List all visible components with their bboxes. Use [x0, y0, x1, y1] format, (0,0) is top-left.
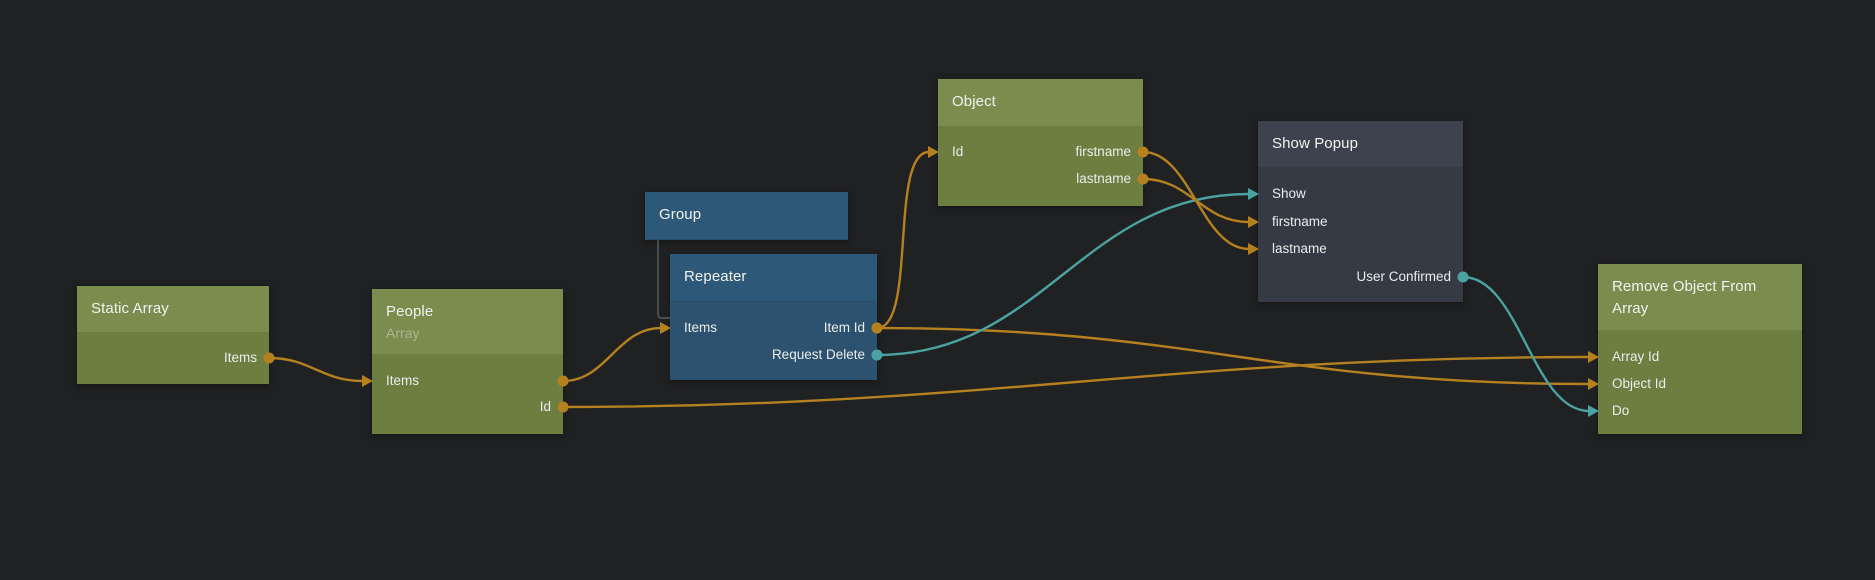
- node-group[interactable]: Group: [645, 192, 848, 240]
- wire-repeater.item-id-to-object.id[interactable]: [875, 150, 931, 330]
- node-header[interactable]: Group: [645, 192, 848, 240]
- port-label-show-popup-lastname: lastname: [1272, 241, 1327, 256]
- wire-static-array.items-to-people.items[interactable]: [267, 356, 365, 383]
- node-subtitle: Array: [386, 325, 420, 341]
- hierarchy-connector-group-repeater: [657, 240, 670, 319]
- node-title: Remove Object From Array: [1612, 278, 1757, 317]
- node-header[interactable]: Static Array: [77, 286, 269, 333]
- port-label-repeater-items: Items: [684, 320, 718, 335]
- wire-object.lastname-to-show-popup.firstname[interactable]: [1141, 177, 1251, 224]
- node-title: Group: [659, 206, 702, 223]
- port-label-repeater-item-id: Item Id: [823, 320, 865, 335]
- node-header[interactable]: Repeater: [670, 254, 877, 302]
- node-header[interactable]: Show Popup: [1258, 121, 1463, 168]
- node-header[interactable]: Object: [938, 79, 1143, 127]
- port-label-object-id: Id: [952, 144, 964, 159]
- port-label-object-lastname: lastname: [1076, 171, 1131, 186]
- wire-people.items-to-repeater.items[interactable]: [561, 326, 663, 383]
- port-label-static-array-items: Items: [223, 350, 257, 365]
- node-title: Repeater: [684, 268, 747, 285]
- port-label-people-id: Id: [539, 399, 551, 414]
- wire-repeater.item-id-to-remove-object-from-array.object-id[interactable]: [875, 326, 1591, 386]
- node-title: Object: [952, 93, 996, 110]
- port-label-show-popup-user-confirmed: User Confirmed: [1356, 269, 1451, 284]
- port-label-people-items: Items: [386, 373, 420, 388]
- node-title: People: [386, 303, 434, 320]
- port-label-remove-object-from-array-array-id: Array Id: [1612, 349, 1660, 364]
- port-label-show-popup-show: Show: [1272, 186, 1306, 201]
- port-label-object-firstname: firstname: [1075, 144, 1131, 159]
- node-title: Show Popup: [1272, 135, 1359, 152]
- port-label-remove-object-from-array-do: Do: [1612, 403, 1630, 418]
- wire-repeater.request-delete-to-show-popup.show[interactable]: [875, 192, 1251, 357]
- node-header[interactable]: Remove Object From Array: [1598, 264, 1802, 331]
- wire-show-popup.user-confirmed-to-remove-object-from-array.do[interactable]: [1461, 275, 1591, 413]
- wire-object.firstname-to-show-popup.lastname[interactable]: [1141, 150, 1251, 251]
- port-label-show-popup-firstname: firstname: [1272, 214, 1328, 229]
- port-label-repeater-request-delete: Request Delete: [771, 347, 865, 362]
- node-title: Static Array: [91, 300, 169, 317]
- port-label-remove-object-from-array-object-id: Object Id: [1612, 376, 1667, 391]
